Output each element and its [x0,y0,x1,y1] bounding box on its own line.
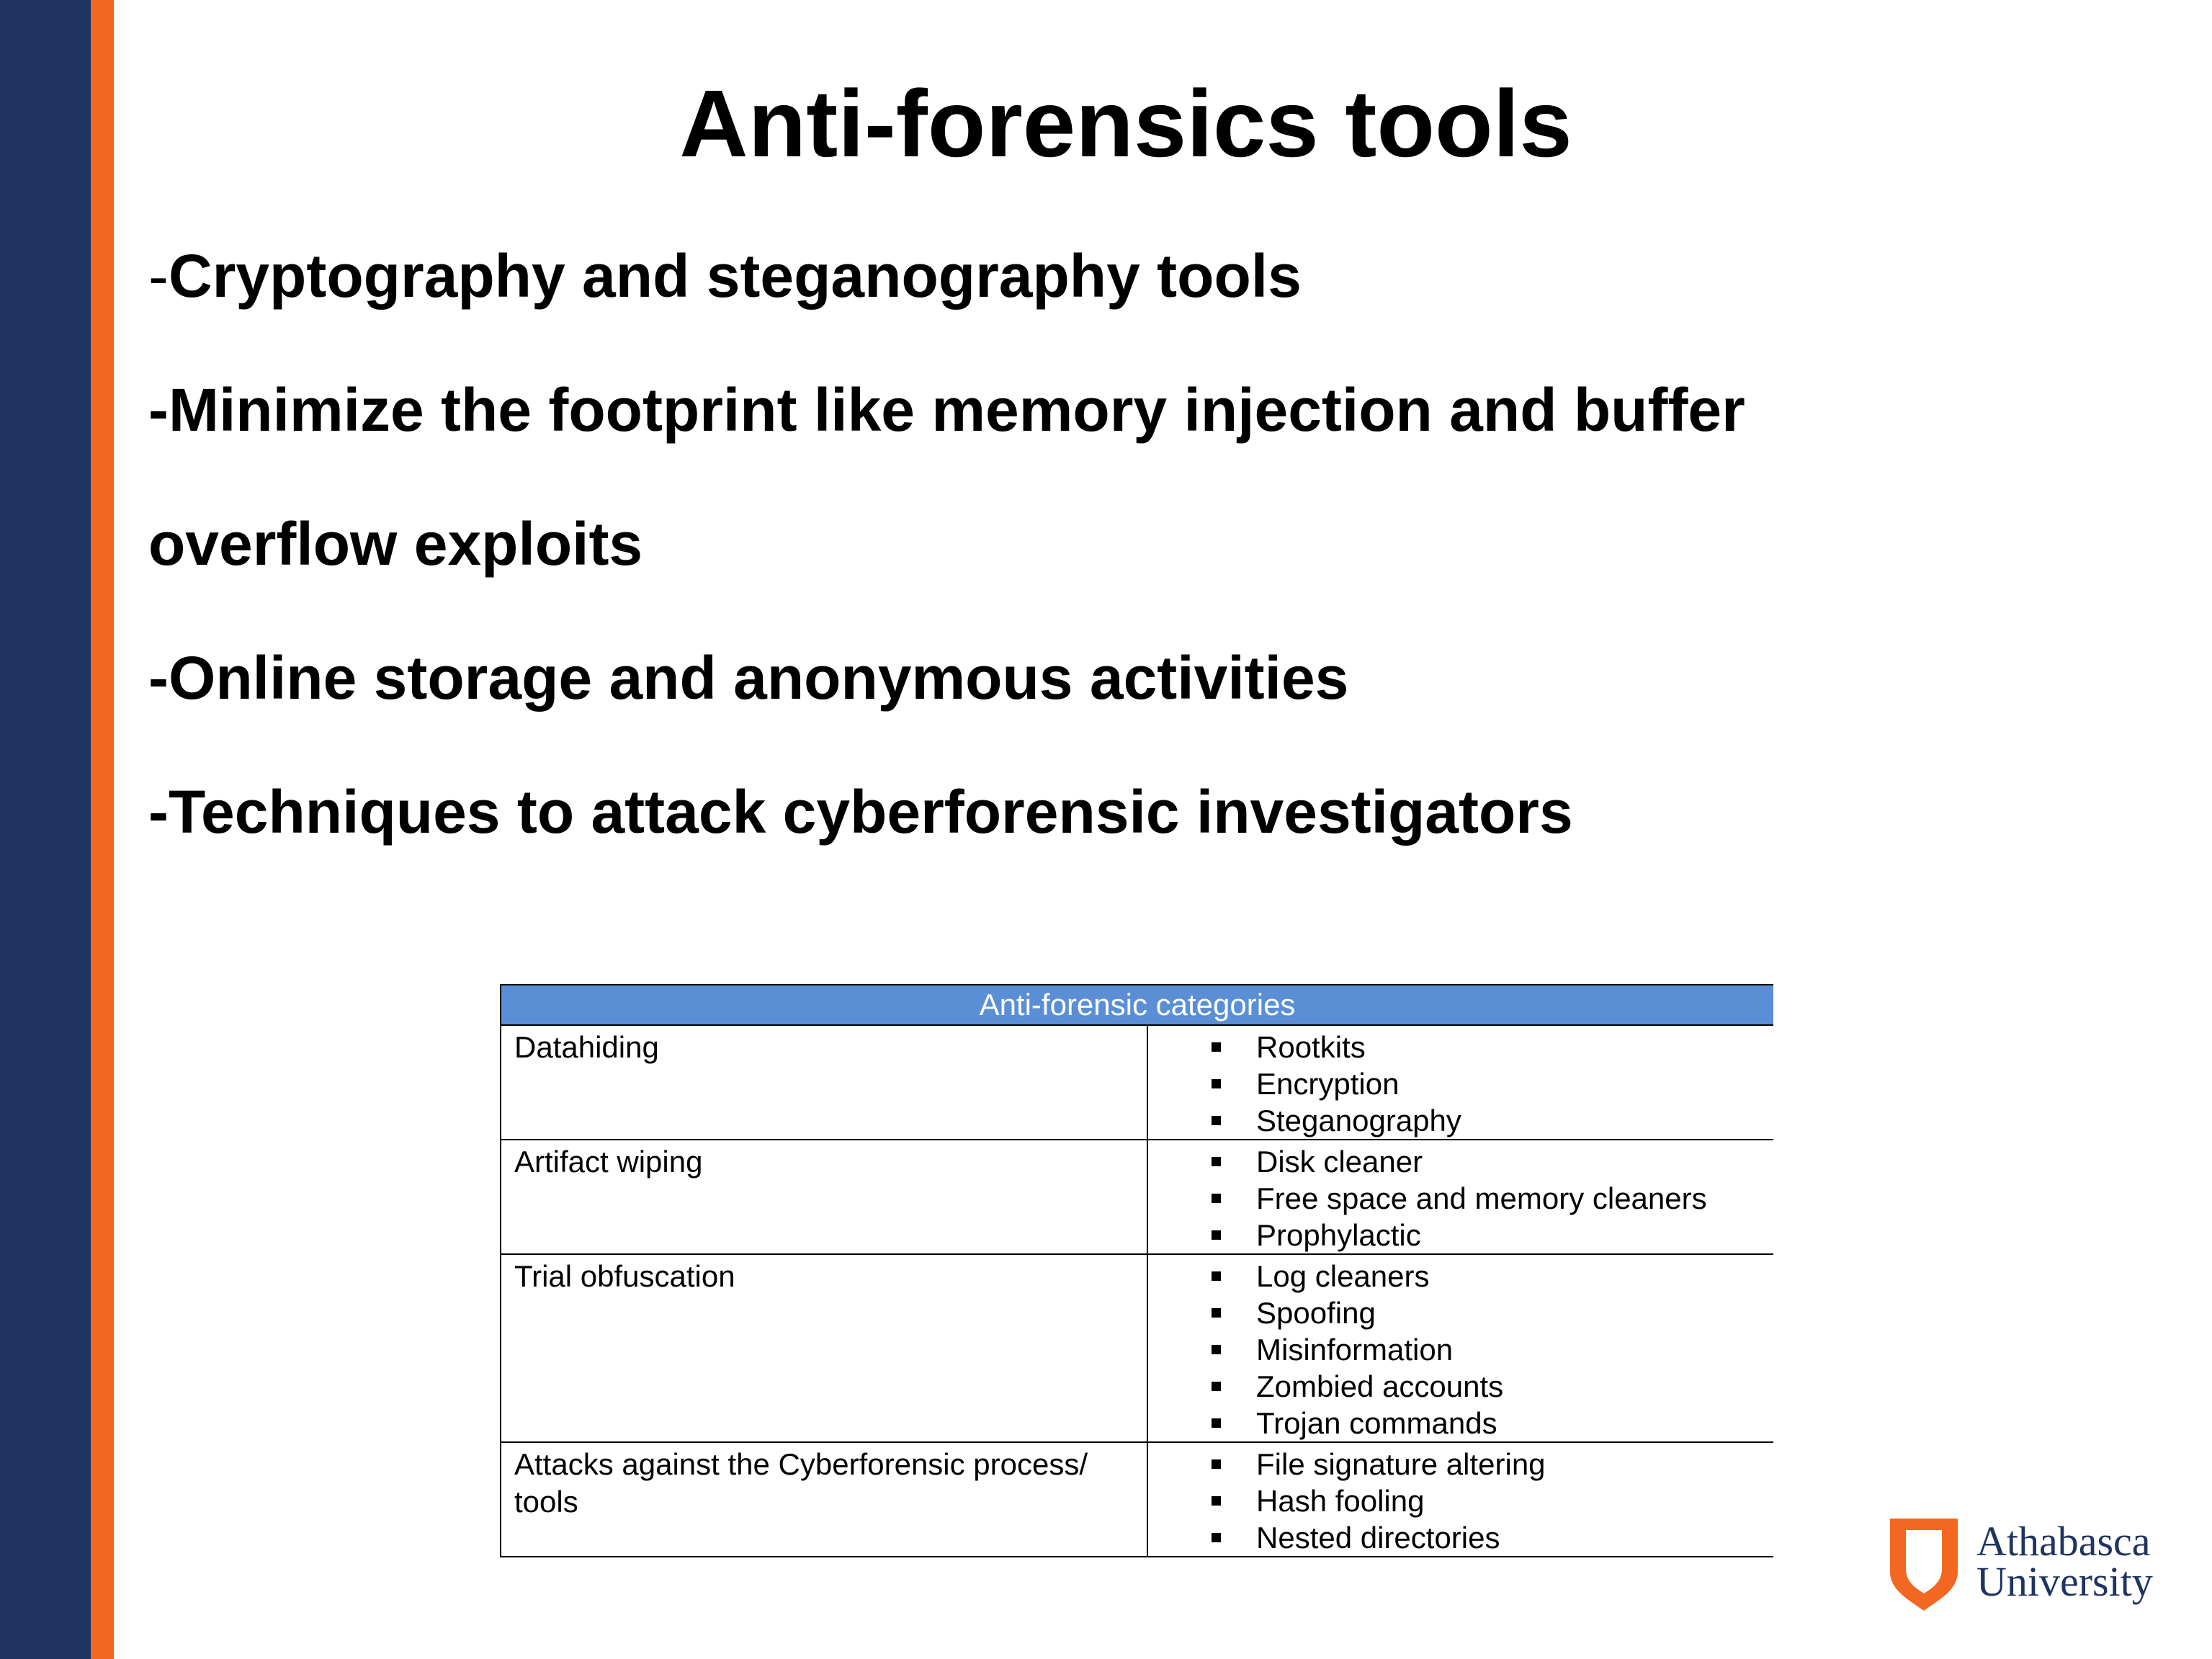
logo-wordmark: Athabasca University [1976,1518,2153,1605]
list-item: Trojan commands [1148,1405,1773,1441]
list-item: File signature altering [1148,1446,1773,1483]
bullet-text: Minimize the footprint like memory injec… [168,376,1745,444]
bullet-list: -Cryptography and steganography tools -M… [148,209,2093,879]
left-orange-bar [91,0,114,1659]
bullet-dash: - [148,644,169,712]
item-list: Disk cleaner Free space and memory clean… [1148,1143,1773,1253]
table-row: Artifact wiping Disk cleaner Free space … [500,1139,1773,1255]
list-item: Rootkits [1148,1029,1773,1065]
list-item: Spoofing [1148,1294,1773,1331]
bullet-text: Cryptography and steganography tools [168,242,1302,310]
items-cell: File signature altering Hash fooling Nes… [1147,1441,1773,1557]
table-header-row: Anti-forensic categories [500,984,1773,1025]
logo-line-2: University [1976,1558,2153,1605]
category-cell: Attacks against the Cyberforensic proces… [500,1441,1147,1557]
anti-forensic-categories-table: Anti-forensic categories Datahiding Root… [500,984,1773,1557]
items-cell: Log cleaners Spoofing Misinformation Zom… [1147,1253,1773,1443]
left-navy-bar [0,0,91,1659]
logo-line-1: Athabasca [1976,1518,2151,1565]
bullet-text: overflow exploits [148,510,643,578]
item-list: File signature altering Hash fooling Nes… [1148,1446,1773,1556]
athabasca-logo: Athabasca University [1887,1516,2175,1624]
list-item: Encryption [1148,1065,1773,1102]
shield-icon [1890,1519,1958,1611]
bullet-text: Techniques to attack cyberforensic inves… [168,778,1573,846]
bullet-dash: - [148,242,169,310]
items-cell: Rootkits Encryption Steganography [1147,1024,1773,1140]
list-item: Misinformation [1148,1331,1773,1368]
table-row: Datahiding Rootkits Encryption Steganogr… [500,1024,1773,1140]
category-cell: Datahiding [500,1024,1147,1140]
list-item: Zombied accounts [1148,1368,1773,1405]
table-row: Trial obfuscation Log cleaners Spoofing … [500,1253,1773,1443]
bullet-text: Online storage and anonymous activities [168,644,1349,712]
bullet-dash: - [148,376,169,444]
item-list: Rootkits Encryption Steganography [1148,1029,1773,1139]
list-item: Disk cleaner [1148,1143,1773,1180]
bullet-line: -Minimize the footprint like memory inje… [148,343,2093,477]
slide-title: Anti-forensics tools [679,71,1572,176]
item-list: Log cleaners Spoofing Misinformation Zom… [1148,1258,1773,1441]
list-item: Hash fooling [1148,1483,1773,1519]
items-cell: Disk cleaner Free space and memory clean… [1147,1139,1773,1255]
bullet-line: -Techniques to attack cyberforensic inve… [148,745,2093,879]
list-item: Log cleaners [1148,1258,1773,1294]
category-cell: Artifact wiping [500,1139,1147,1255]
bullet-dash: - [148,778,169,846]
list-item: Prophylactic [1148,1217,1773,1253]
table-header: Anti-forensic categories [500,984,1773,1025]
category-cell: Trial obfuscation [500,1253,1147,1443]
bullet-line: overflow exploits [148,477,2093,611]
list-item: Free space and memory cleaners [1148,1180,1773,1217]
bullet-line: -Online storage and anonymous activities [148,611,2093,745]
list-item: Steganography [1148,1102,1773,1139]
bullet-line: -Cryptography and steganography tools [148,209,2093,343]
table-row: Attacks against the Cyberforensic proces… [500,1441,1773,1557]
list-item: Nested directories [1148,1519,1773,1556]
